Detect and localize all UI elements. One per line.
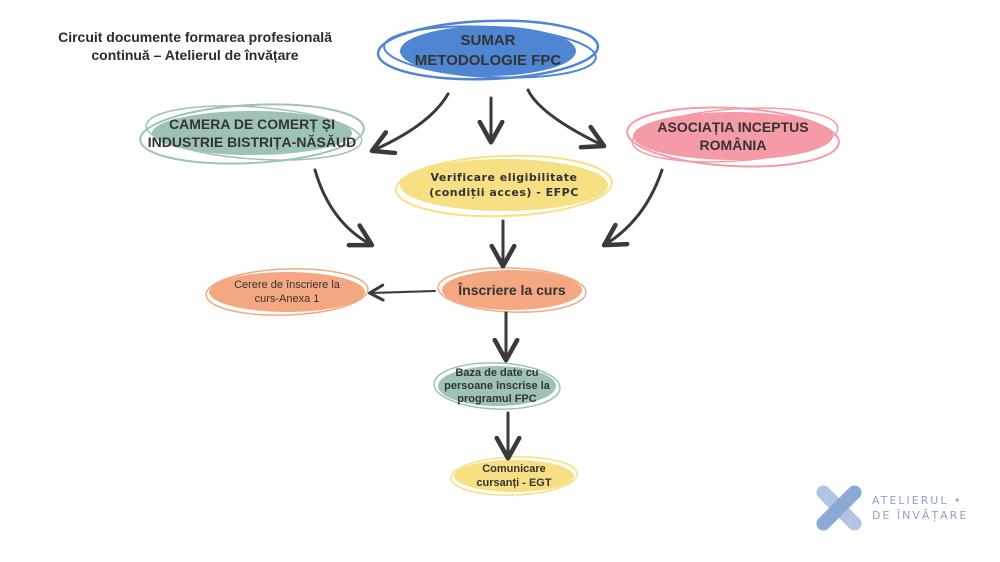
node-cerere-line-1: Cerere de înscriere la xyxy=(234,279,340,291)
node-baza-line-2: persoane înscrise la xyxy=(444,379,550,392)
node-sumar-outline-1 xyxy=(376,19,600,81)
node-cerere-fill xyxy=(209,272,365,312)
node-baza-shape xyxy=(433,362,561,410)
node-sumar-shape xyxy=(376,19,600,81)
node-baza-outline xyxy=(433,362,561,410)
node-inscriere-line-1: Înscriere la curs xyxy=(458,282,566,298)
diagram-title-line-1: Circuit documente formarea profesională xyxy=(58,29,332,45)
node-camera-shape xyxy=(139,103,365,165)
node-camera-line-1: CAMERA DE COMERȚ ȘI xyxy=(169,116,335,132)
diagram-title-line-2: continuă – Atelierul de învățare xyxy=(91,47,299,63)
node-comunicare-label: Comunicare cursanți - EGT xyxy=(459,462,569,490)
node-sumar-line-2: METODOLOGIE FPC xyxy=(414,52,562,69)
node-verificare-outline xyxy=(395,154,613,218)
arrow-sumar-to-camera xyxy=(369,92,450,156)
node-sumar-fill xyxy=(400,26,576,76)
node-verificare-fill xyxy=(400,159,608,211)
arrow-asociatia-to-inscriere xyxy=(601,168,664,248)
node-verificare-line-1: Verificare eligibilitate xyxy=(430,171,578,184)
node-asociatia-line-1: ASOCIAȚIA INCEPTUS xyxy=(657,119,809,135)
node-verificare-line-2: (condiții acces) - EFPC xyxy=(429,186,579,199)
node-inscriere-label: Înscriere la curs xyxy=(442,279,582,301)
node-cerere-outline xyxy=(205,268,369,316)
arrow-camera-to-inscriere xyxy=(313,168,375,248)
node-sumar-label: SUMAR METODOLOGIE FPC xyxy=(388,30,588,72)
diagram-title: Circuit documente formarea profesională … xyxy=(40,28,350,64)
atelierul-logo: ATELIERUL • DE ÎNVĂȚARE xyxy=(814,484,984,532)
node-baza-label: Baza de date cu persoane înscrise la pro… xyxy=(437,365,557,407)
node-inscriere-fill xyxy=(442,270,582,310)
node-camera-outline-1 xyxy=(139,103,365,165)
arrow-sumar-to-asociatia xyxy=(526,88,607,150)
node-cerere-shape xyxy=(205,268,369,316)
node-camera-line-2: INDUSTRIE BISTRIȚA-NĂSĂUD xyxy=(147,134,357,150)
node-camera-fill xyxy=(152,111,352,155)
node-asociatia-line-2: ROMÂNIA xyxy=(699,137,767,153)
node-sumar-line-1: SUMAR xyxy=(460,32,516,49)
logo-text-line-1: ATELIERUL • xyxy=(872,494,963,507)
node-baza-line-1: Baza de date cu xyxy=(455,366,539,379)
logo-cross-bar-2 xyxy=(816,485,862,531)
node-asociatia-shape xyxy=(626,106,840,168)
node-camera-outline-2 xyxy=(145,105,363,161)
node-cerere-label: Cerere de înscriere la curs-Anexa 1 xyxy=(212,276,362,308)
node-sumar-outline-2 xyxy=(383,25,597,79)
node-comunicare-fill xyxy=(454,460,574,492)
node-verificare-shape xyxy=(395,154,613,218)
node-asociatia-fill xyxy=(633,112,833,160)
node-asociatia-outline-2 xyxy=(631,107,839,163)
logo-text-line-2: DE ÎNVĂȚARE xyxy=(872,509,969,522)
node-camera-label: CAMERA DE COMERȚ ȘI INDUSTRIE BISTRIȚA-N… xyxy=(132,113,372,153)
node-asociatia-outline-1 xyxy=(626,106,840,168)
node-baza-fill xyxy=(438,366,556,406)
node-verificare-label: Verificare eligibilitate (condiții acces… xyxy=(404,168,604,202)
node-comunicare-line-1: Comunicare xyxy=(482,463,546,475)
logo-text: ATELIERUL • DE ÎNVĂȚARE xyxy=(872,493,968,523)
node-comunicare-line-2: cursanți - EGT xyxy=(476,477,552,489)
node-cerere-line-2: curs-Anexa 1 xyxy=(254,293,320,305)
node-baza-line-3: programul FPC xyxy=(457,392,537,405)
logo-cross-icon xyxy=(816,485,862,531)
arrow-inscriere-to-cerere xyxy=(368,283,436,302)
node-asociatia-label: ASOCIAȚIA INCEPTUS ROMÂNIA xyxy=(623,116,843,156)
